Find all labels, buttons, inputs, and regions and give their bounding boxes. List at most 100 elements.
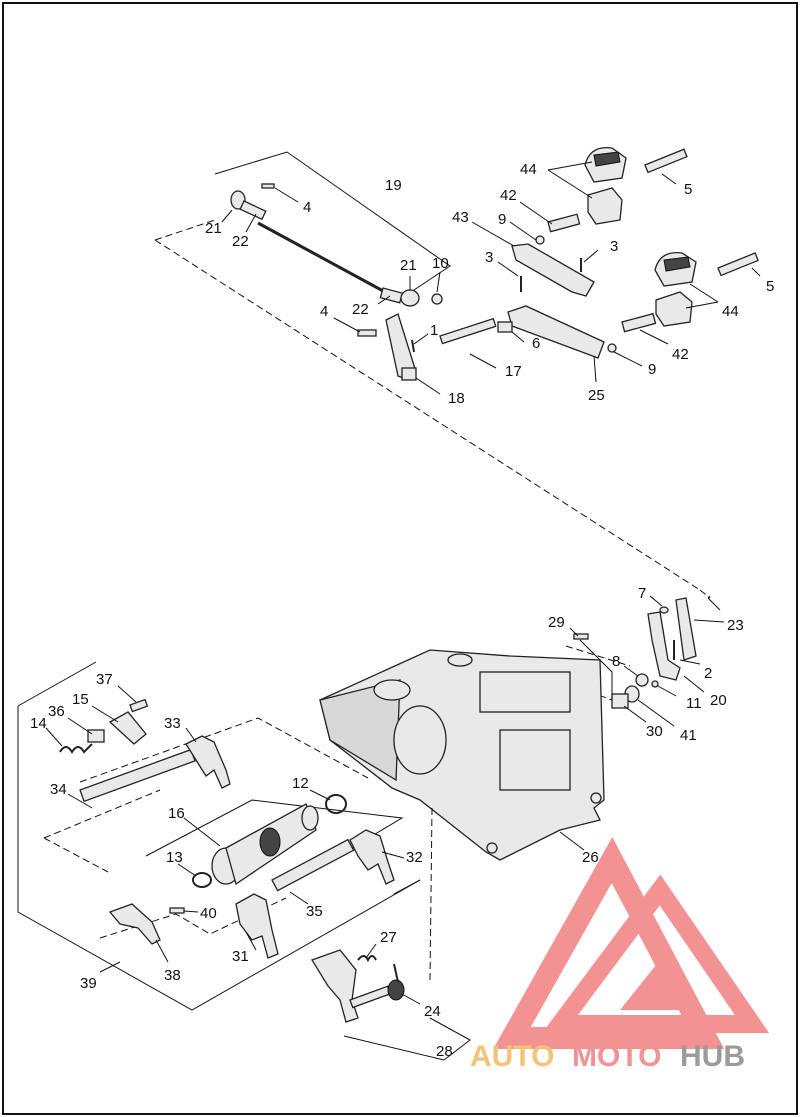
leader-42a bbox=[519, 201, 553, 225]
callout-4: 4 bbox=[320, 303, 328, 320]
callout-21: 21 bbox=[205, 220, 222, 237]
leader-31 bbox=[245, 931, 257, 951]
callout-29: 29 bbox=[548, 614, 565, 631]
case-main-bearing bbox=[393, 705, 447, 775]
callout-27: 27 bbox=[380, 929, 397, 946]
leader-13 bbox=[177, 863, 197, 877]
dash-upper-end bbox=[699, 589, 711, 599]
leader-36 bbox=[67, 717, 93, 735]
sleeve-42-upper bbox=[547, 213, 581, 233]
leader-37 bbox=[117, 685, 137, 703]
fork-32 bbox=[349, 829, 395, 885]
leader-27 bbox=[365, 943, 377, 959]
callout-17: 17 bbox=[505, 363, 522, 380]
callout-22: 22 bbox=[232, 233, 249, 250]
callout-6: 6 bbox=[532, 335, 540, 352]
peg-base-44-upper bbox=[587, 187, 623, 225]
callout-3: 3 bbox=[610, 238, 618, 255]
bracket-39-top bbox=[17, 661, 97, 707]
leader-22b bbox=[377, 295, 391, 305]
leader-42b bbox=[639, 329, 669, 345]
bracket-30 bbox=[579, 639, 613, 700]
callout-23: 23 bbox=[727, 617, 744, 634]
callout-43: 43 bbox=[452, 209, 469, 226]
detent-plate-38 bbox=[108, 903, 161, 945]
logo-triangle-inner bbox=[542, 874, 770, 1033]
callout-3: 3 bbox=[485, 249, 493, 266]
bracket-28 bbox=[343, 1017, 471, 1061]
callout-19: 19 bbox=[385, 177, 402, 194]
washer-9-lower bbox=[607, 343, 617, 353]
shaft-17 bbox=[439, 317, 497, 345]
dash-29 bbox=[565, 645, 631, 667]
callout-22: 22 bbox=[352, 301, 369, 318]
peg-base-44-lower bbox=[655, 291, 693, 327]
seal-8 bbox=[635, 673, 649, 687]
leader-11 bbox=[657, 685, 677, 697]
dash-16-top bbox=[43, 789, 161, 839]
shift-shaft-24 bbox=[349, 985, 392, 1009]
logo-triangle-core bbox=[620, 960, 690, 1010]
plate-15 bbox=[108, 711, 147, 745]
callout-32: 32 bbox=[406, 849, 423, 866]
nut-10 bbox=[431, 293, 443, 305]
callout-26: 26 bbox=[582, 849, 599, 866]
leader-9b bbox=[613, 351, 643, 367]
dash-case-down bbox=[429, 807, 433, 981]
logo-triangle-outer bbox=[493, 837, 725, 1049]
leader-16 bbox=[183, 817, 221, 847]
peg-tread-44-lower bbox=[663, 256, 691, 272]
callout-4: 4 bbox=[303, 199, 311, 216]
bracket-39-end bbox=[393, 879, 421, 895]
leader-6 bbox=[511, 331, 525, 343]
pin-5-lower bbox=[717, 252, 759, 277]
bushing-36 bbox=[87, 729, 105, 743]
shift-arm-24 bbox=[311, 949, 359, 1023]
callout-25: 25 bbox=[588, 387, 605, 404]
leader-4a bbox=[274, 187, 299, 203]
pin-5-upper bbox=[644, 148, 688, 174]
callout-44: 44 bbox=[722, 303, 739, 320]
upper-linkage-group bbox=[154, 146, 761, 599]
leader-8 bbox=[623, 665, 639, 677]
leader-44a-2 bbox=[547, 169, 593, 199]
case-bore-left bbox=[373, 679, 411, 701]
lever-clamp-18 bbox=[401, 367, 417, 381]
callout-14: 14 bbox=[30, 715, 47, 732]
shift-lever-group bbox=[557, 595, 725, 727]
ring-13 bbox=[192, 872, 212, 888]
leader-44a-1 bbox=[547, 161, 593, 171]
case-bore-top bbox=[447, 653, 473, 667]
spring-27 bbox=[357, 955, 377, 963]
leader-34 bbox=[67, 793, 93, 809]
spring-coil-24 bbox=[387, 979, 405, 1001]
leader-24 bbox=[401, 993, 421, 1005]
callout-30: 30 bbox=[646, 723, 663, 740]
rod-end-21-right bbox=[400, 289, 420, 307]
callout-42: 42 bbox=[500, 187, 517, 204]
leader-43 bbox=[471, 221, 515, 247]
leader-2 bbox=[679, 659, 701, 665]
callout-2: 2 bbox=[704, 665, 712, 682]
leader-1 bbox=[413, 333, 429, 345]
shaft-34 bbox=[79, 748, 196, 803]
dash-34 bbox=[79, 717, 369, 783]
callout-38: 38 bbox=[164, 967, 181, 984]
leader-44b-1 bbox=[689, 283, 719, 303]
callout-33: 33 bbox=[164, 715, 181, 732]
washer-9-upper bbox=[535, 235, 545, 245]
leader-35 bbox=[289, 891, 309, 905]
spring-arm-24 bbox=[393, 963, 399, 983]
leader-40 bbox=[183, 910, 199, 913]
leader-30 bbox=[623, 705, 647, 723]
callout-35: 35 bbox=[306, 903, 323, 920]
leader-20 bbox=[683, 675, 705, 693]
leader-25 bbox=[593, 355, 597, 383]
leader-32 bbox=[381, 851, 405, 859]
dash-16-left bbox=[43, 837, 109, 873]
shifter-drum-group bbox=[17, 661, 433, 1011]
watermark-logo: AUTO MOTO HUB bbox=[470, 837, 770, 1073]
lever-2 bbox=[647, 611, 681, 681]
